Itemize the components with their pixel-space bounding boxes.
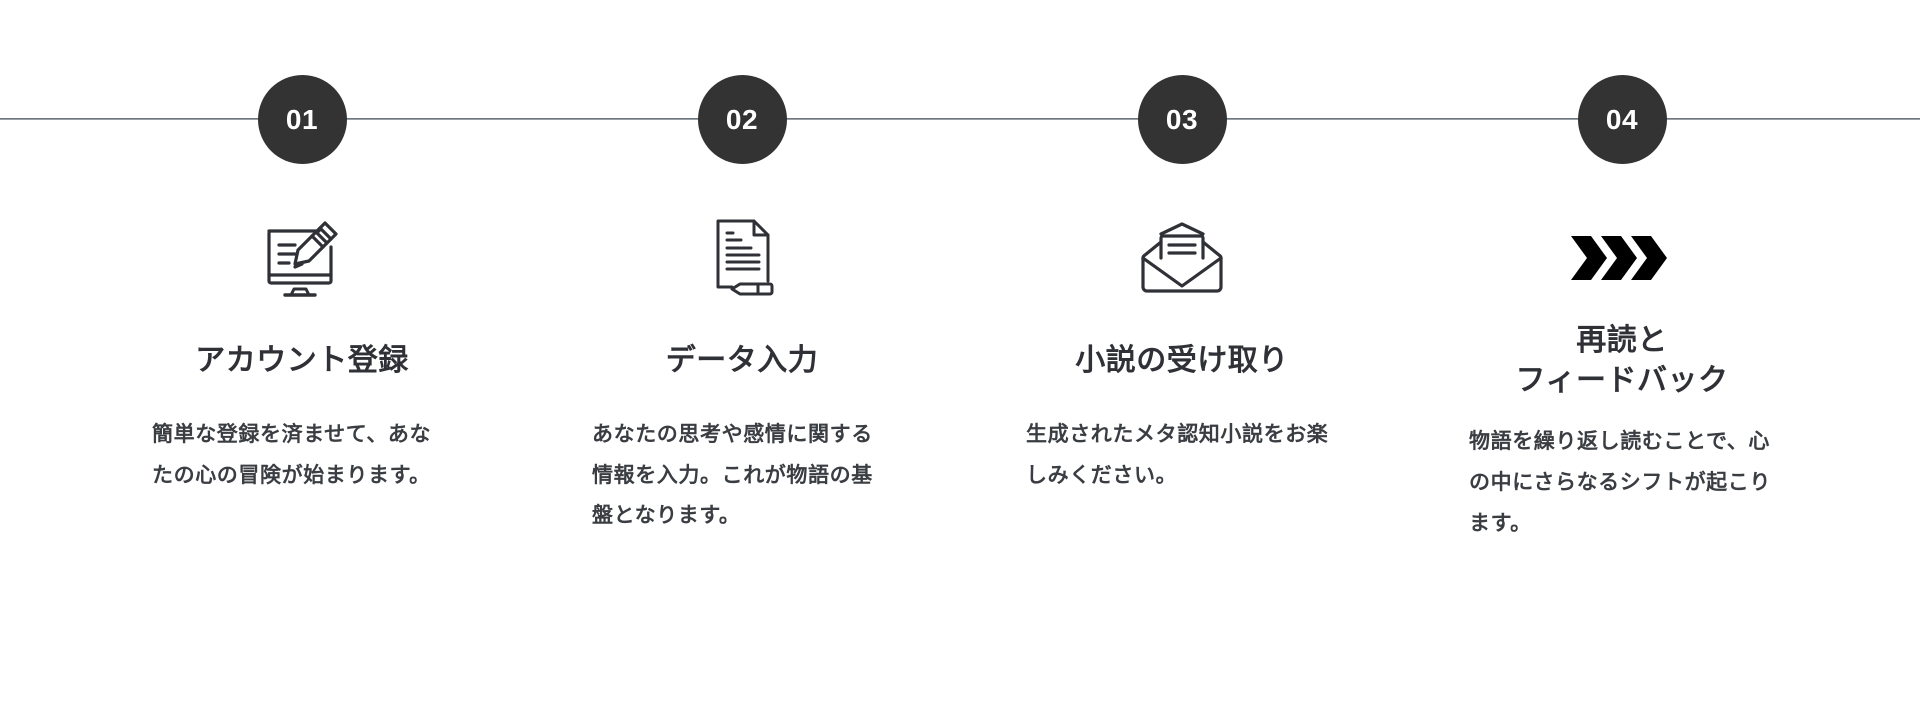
step-number-2: 02 [725, 103, 759, 135]
step-title-2: データ入力 [665, 344, 819, 377]
step-body-3: 生成されたメタ認知小説をお楽しみください。 [1026, 422, 1329, 487]
step-body-1: 簡単な登録を済ませて、あなたの心の冒険が始まります。 [152, 422, 432, 487]
step-badge-3: 03 [1137, 75, 1227, 164]
document-pen-icon [706, 217, 778, 299]
step-number-4: 04 [1605, 103, 1639, 135]
timeline-step-4: 04 再読と フィードバック 物語を繰り返し読むことで、心の中にさらなるシフトが… [1402, 0, 1842, 701]
step-badge-4: 04 [1577, 75, 1667, 164]
timeline-step-2: 02 データ入力 あなたの思考や感情に関する情報を入力。これが物語の基盤となりま… [522, 0, 962, 701]
step-badge-2: 02 [697, 75, 787, 164]
step-number-1: 01 [285, 103, 319, 135]
open-envelope-icon [1139, 217, 1225, 299]
step-title-4: 再読と フィードバック [1515, 324, 1729, 397]
monitor-pencil-icon [261, 217, 343, 299]
timeline-step-3: 03 小説の受け取り 生成されたメタ認知小説をお楽しみください。 [962, 0, 1402, 701]
step-number-3: 03 [1165, 103, 1199, 135]
timeline-step-1: 01 アカウント登録 簡単な登録を済ませて、あなたの心の冒険が始まります。 [82, 0, 522, 701]
step-badge-1: 01 [257, 75, 347, 164]
timeline-connector-line [0, 118, 1920, 120]
step-body-4: 物語を繰り返し読むことで、心の中にさらなるシフトが起こります。 [1469, 430, 1771, 536]
step-title-1: アカウント登録 [195, 344, 409, 377]
step-title-3: 小説の受け取り [1075, 344, 1289, 377]
triple-chevron-right-icon [1571, 217, 1673, 299]
step-body-2: あなたの思考や感情に関する情報を入力。これが物語の基盤となります。 [592, 422, 873, 528]
